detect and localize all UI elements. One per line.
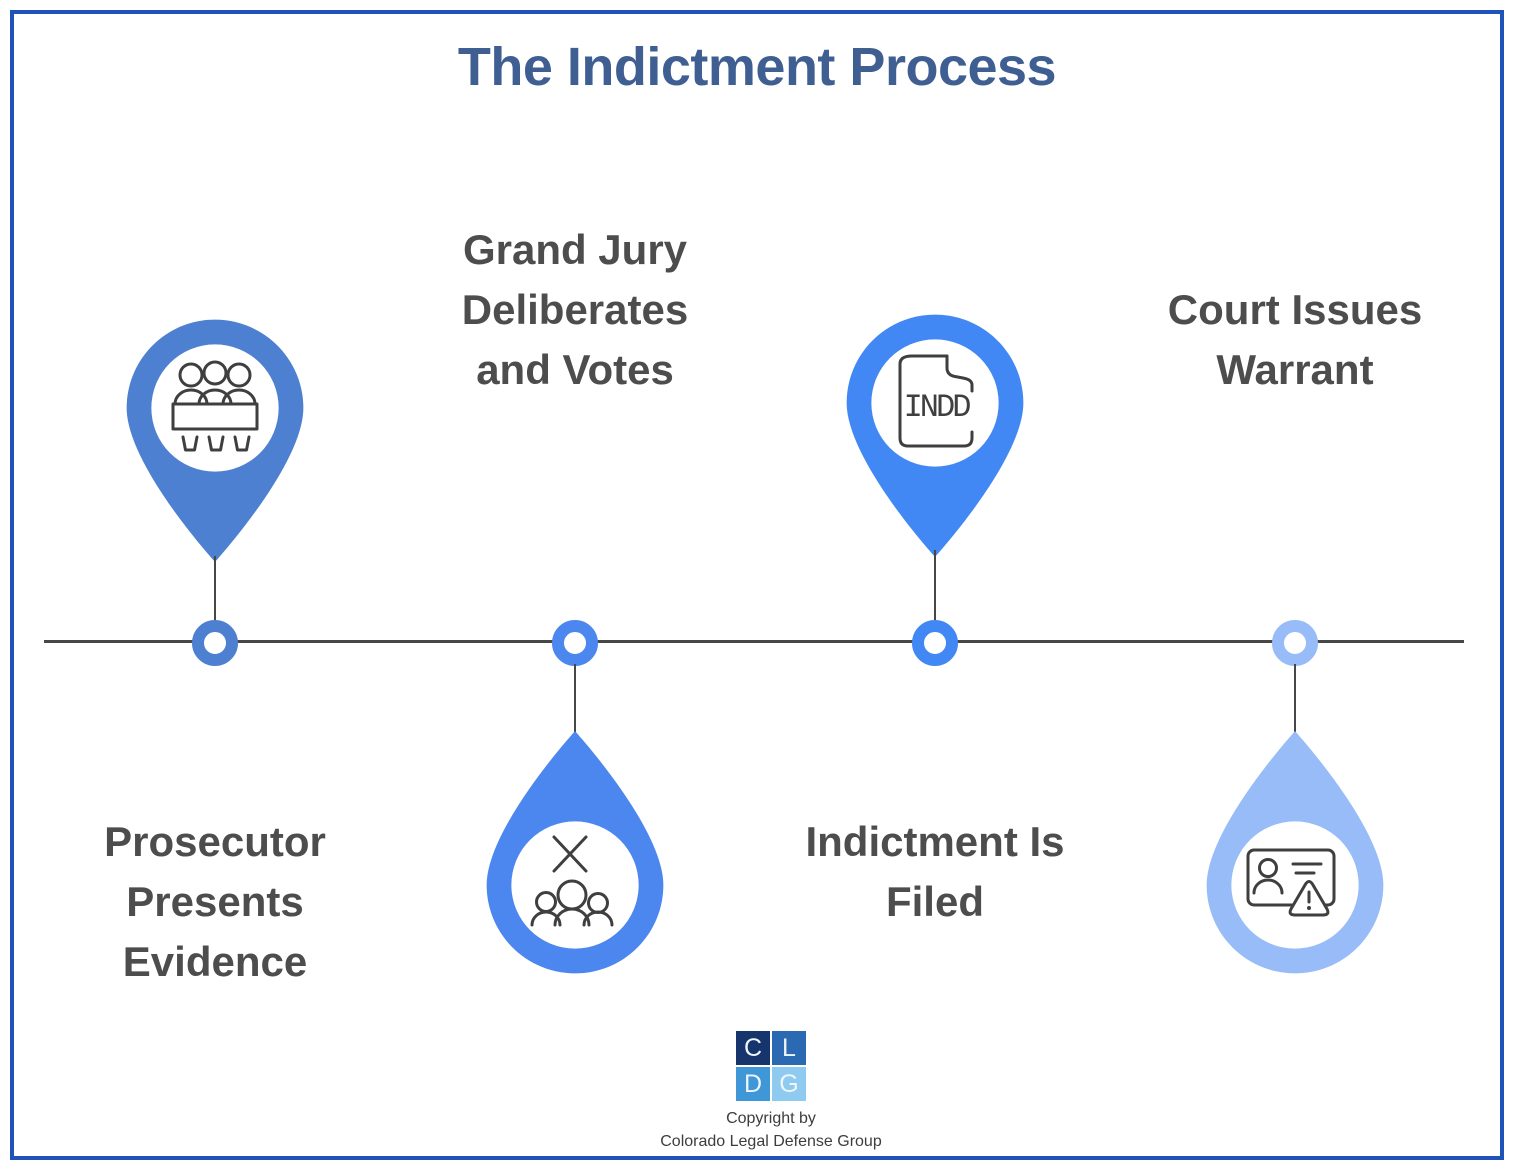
step3-timeline-node — [912, 620, 958, 666]
step3-connector — [934, 550, 936, 622]
pin-inner-circle — [871, 339, 999, 467]
step2-timeline-node — [552, 620, 598, 666]
warrant-id-card-icon — [1246, 848, 1336, 917]
step4-label: Court Issues Warrant — [1167, 286, 1423, 393]
logo-tile-l: L — [772, 1031, 806, 1065]
page-title: The Indictment Process — [457, 37, 1057, 97]
step4-timeline-node — [1272, 620, 1318, 666]
step3-map-pin-down — [846, 314, 1024, 557]
cldg-logo: C L D G — [736, 1031, 806, 1101]
logo-tile-c: C — [736, 1031, 770, 1065]
step2-label: Grand Jury Deliberates and Votes — [461, 226, 689, 393]
logo-tile-g: G — [772, 1067, 806, 1101]
step1-connector — [214, 556, 216, 622]
indd-document-icon: INDD — [898, 354, 974, 448]
step3-label: Indictment Is Filed — [805, 818, 1065, 925]
step1-timeline-node — [192, 620, 238, 666]
timeline-line — [44, 640, 1464, 643]
logo-tile-d: D — [736, 1067, 770, 1101]
jury-panel-icon — [171, 360, 259, 452]
step4-map-pin-up — [1206, 731, 1384, 974]
step4-connector — [1294, 664, 1296, 732]
pin-inner-circle — [1231, 821, 1359, 949]
indd-file-type-text: INDD — [904, 389, 971, 426]
copyright-text: Copyright by Colorado Legal Defense Grou… — [660, 1110, 882, 1150]
step2-connector — [574, 664, 576, 732]
rejected-vote-people-icon — [530, 835, 614, 927]
step1-label: Prosecutor Presents Evidence — [104, 818, 326, 985]
